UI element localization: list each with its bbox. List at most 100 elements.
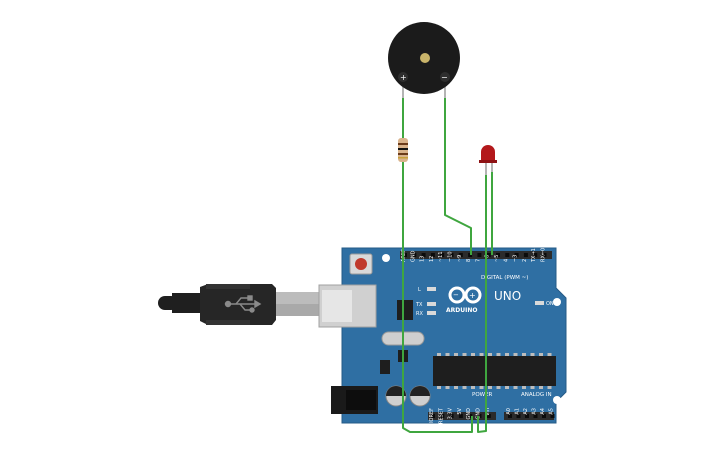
pin-label: 3.3V xyxy=(448,407,454,419)
pin-label: A2 xyxy=(523,408,529,415)
resistor-band xyxy=(398,153,408,155)
wire-resistor-to-gnd[interactable] xyxy=(402,98,473,433)
chip-pin xyxy=(539,386,543,389)
header-pin-hole[interactable] xyxy=(403,253,407,257)
led-rim xyxy=(479,160,497,163)
buzzer-hole-icon xyxy=(420,53,430,63)
chip-pin xyxy=(479,386,484,389)
header-pin-hole[interactable] xyxy=(533,414,538,418)
atmega-chip-pins xyxy=(437,353,552,389)
chip-pin xyxy=(479,353,484,356)
power-label: POWER xyxy=(472,392,493,398)
pin-label: A5 xyxy=(549,408,555,415)
led-body xyxy=(481,145,495,163)
header-pin-hole[interactable] xyxy=(440,253,445,257)
pin-label: ~10 xyxy=(448,251,454,262)
header-pin-hole[interactable] xyxy=(542,253,547,257)
pin-label: 7 xyxy=(475,259,481,262)
pin-label: Vin xyxy=(485,408,491,416)
led-tx-indicator xyxy=(427,302,436,306)
pin-label: A0 xyxy=(506,408,512,415)
pin-label: RESET xyxy=(438,407,444,424)
header-pin-hole[interactable] xyxy=(477,414,482,418)
usb-cable[interactable] xyxy=(158,284,320,325)
header-pin-hole[interactable] xyxy=(505,253,510,257)
led-l-indicator xyxy=(427,287,436,291)
pin-label: 2 xyxy=(522,259,528,262)
label-tx: TX xyxy=(415,302,423,308)
chip-pin xyxy=(496,386,501,389)
model-label: UNO xyxy=(494,289,521,303)
header-pin-hole[interactable] xyxy=(516,414,521,418)
chip-pin xyxy=(462,353,467,356)
wire-led-anode-to-pin7[interactable] xyxy=(477,175,487,433)
regulator-tab xyxy=(380,360,390,374)
mounting-hole-icon xyxy=(553,396,561,404)
wire-buzzer-minus-to-pin8[interactable] xyxy=(444,98,472,255)
capacitor-mark xyxy=(386,386,406,396)
header-pin-hole[interactable] xyxy=(525,414,529,418)
header-pin-hole[interactable] xyxy=(508,414,512,418)
header-pin-hole[interactable] xyxy=(449,414,454,418)
header-pin-hole[interactable] xyxy=(458,414,463,418)
pin-label: GND xyxy=(466,408,472,420)
usb-cable-plug-ridge-bottom xyxy=(206,320,250,325)
chip-pin xyxy=(522,353,526,356)
pin-label: ~9 xyxy=(457,255,463,262)
power-jack-inner xyxy=(346,390,376,410)
logo-plus: + xyxy=(469,291,476,300)
header-pin-hole[interactable] xyxy=(421,253,426,257)
piezo-buzzer[interactable]: + − xyxy=(388,22,460,98)
resistor-band xyxy=(398,157,408,159)
pin-label: A3 xyxy=(532,408,538,415)
pin-label: ~6 xyxy=(485,255,491,262)
pin-label: A1 xyxy=(515,408,521,415)
chip-pin xyxy=(539,353,543,356)
header-pin-hole[interactable] xyxy=(449,253,454,257)
buzzer-plus-marker xyxy=(398,72,408,82)
mounting-hole-icon xyxy=(553,298,561,306)
infinity-icon xyxy=(448,286,482,304)
capacitor-mark xyxy=(410,386,430,396)
chip-pin xyxy=(547,386,552,389)
chip-pin xyxy=(530,353,535,356)
header-pin-hole[interactable] xyxy=(533,253,538,257)
header-pin-hole[interactable] xyxy=(431,414,435,418)
resistor[interactable] xyxy=(398,138,408,162)
pin-label: TX→1 xyxy=(531,248,537,263)
red-led[interactable] xyxy=(479,145,497,175)
mounting-hole-icon xyxy=(382,254,390,262)
header-pin-hole[interactable] xyxy=(486,414,491,418)
pin-label: A4 xyxy=(540,408,546,415)
header-pin-hole[interactable] xyxy=(523,253,528,257)
chip-pin xyxy=(471,386,475,389)
chip-pin xyxy=(471,353,475,356)
chip-pin xyxy=(445,353,450,356)
header-pin-hole[interactable] xyxy=(440,414,445,418)
header-pin-hole[interactable] xyxy=(477,253,482,257)
header-pin-hole[interactable] xyxy=(496,253,500,257)
pin-label: GND xyxy=(410,250,416,262)
chip-pin xyxy=(513,386,518,389)
header-pin-hole[interactable] xyxy=(412,253,417,257)
header-pin-hole[interactable] xyxy=(458,253,463,257)
header-pin-hole[interactable] xyxy=(550,414,555,418)
analog-label: ANALOG IN xyxy=(521,392,552,398)
label-rx: RX xyxy=(416,311,423,317)
header-pin-hole[interactable] xyxy=(486,253,491,257)
header-pin-hole[interactable] xyxy=(542,414,546,418)
chip-pin xyxy=(488,386,492,389)
header-pin-hole[interactable] xyxy=(430,253,435,257)
chip-pin xyxy=(462,386,467,389)
atmega-chip xyxy=(433,356,556,386)
reset-button[interactable] xyxy=(355,258,367,270)
pin-label: 13 xyxy=(420,256,426,262)
power-header-holes xyxy=(431,414,491,418)
chip-pin xyxy=(522,386,526,389)
header-pin-hole[interactable] xyxy=(468,414,473,418)
header-pin-hole[interactable] xyxy=(514,253,519,257)
